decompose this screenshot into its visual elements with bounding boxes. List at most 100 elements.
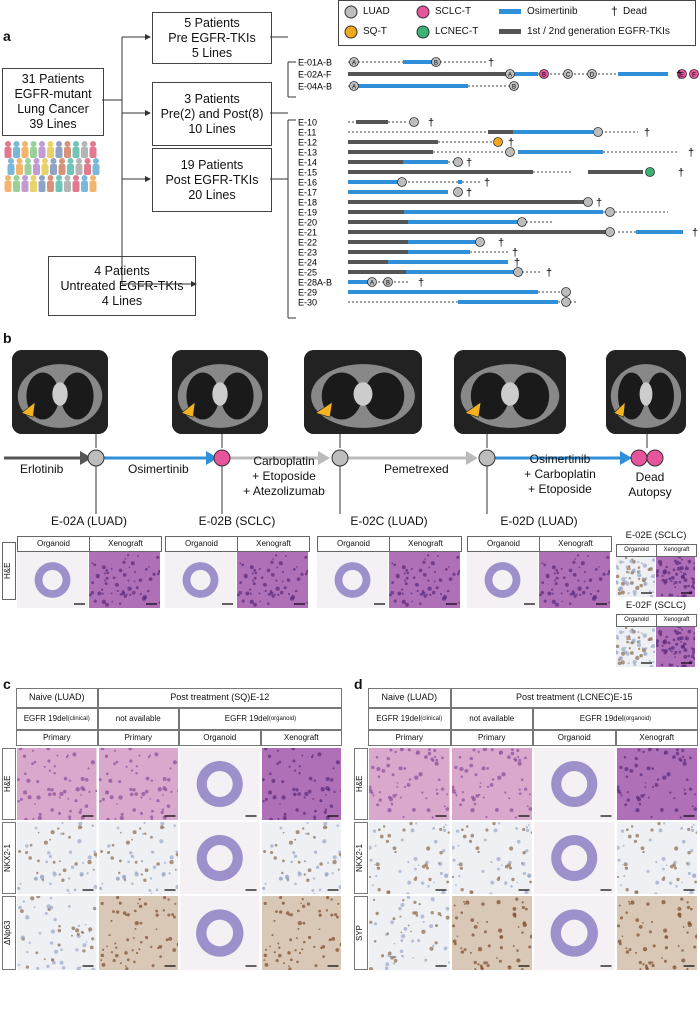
column-header: Primary (368, 730, 451, 746)
xenograft-image (654, 626, 697, 669)
organoid-image (614, 626, 656, 669)
case-id: E-15 (613, 692, 633, 703)
tumor-arrow-icon (464, 401, 482, 418)
treatment-pemetrexed: Pemetrexed (384, 462, 449, 476)
treatment-erlotinib: Erlotinib (20, 462, 64, 476)
legend-lcnec: LCNEC-T (435, 26, 479, 37)
histology-image (368, 747, 450, 820)
ct-image (304, 350, 422, 434)
end-line: Autopsy (628, 485, 672, 499)
root-box-line: Lung Cancer (17, 102, 89, 116)
egfr-organoid-header: EGFR 19del(organoid) (533, 708, 698, 730)
swimmer-dead-mark: † (466, 157, 472, 169)
histology-image (180, 822, 260, 894)
row-label: ΔNp63 (2, 896, 16, 970)
panel-c-letter: c (3, 676, 11, 692)
xenograft-image (538, 552, 612, 608)
swimmer-sample-dot (453, 157, 463, 167)
swimmer-dot-label: A (508, 73, 512, 79)
swimmer-dead-mark: † (512, 247, 518, 259)
organoid-image (165, 552, 237, 608)
swimmer-dead-mark: † (498, 237, 504, 249)
histology-image (180, 896, 260, 970)
ct-image (606, 350, 686, 434)
column-header: Organoid (467, 536, 540, 552)
swimmer-sample-dot (397, 177, 407, 187)
ct-scan-4 (454, 350, 566, 434)
legend-sqt-dot (344, 25, 358, 39)
swimmer-row-label: E-19 (298, 208, 317, 218)
swimmer-sample-dot (513, 267, 523, 277)
column-header: Organoid (616, 614, 657, 627)
swimmer-row-label: E-13 (298, 148, 317, 158)
root-box-line: EGFR-mutant (14, 87, 92, 101)
swimmer-sample-dot (367, 277, 377, 287)
swimmer-row-label: E-18 (298, 198, 317, 208)
swimmer-row-label: E-24 (298, 258, 317, 268)
treatment-line: + Etoposide (528, 482, 592, 496)
clinical-tag: (clinical) (420, 715, 443, 722)
swimmer-dot-label: A (352, 61, 356, 67)
box-line: Pre EGFR-TKIs (168, 30, 256, 45)
swimmer-dot-label: B (512, 85, 516, 91)
root-box: 31 Patients EGFR-mutant Lung Cancer 39 L… (2, 68, 104, 136)
ct-image (454, 350, 566, 434)
swimmer-dot-label: A (352, 85, 356, 91)
box-line: 4 Lines (101, 293, 143, 308)
swimmer-row-label: E-01A-B (298, 58, 332, 68)
histology-image (17, 894, 97, 972)
root-box-line: 39 Lines (29, 117, 77, 131)
not-available-header: not available (450, 708, 533, 730)
column-header: Xenograft (237, 536, 310, 552)
swimmer-sample-dot (605, 207, 615, 217)
swimmer-sample-dot (509, 81, 519, 91)
organoid-image (17, 552, 89, 608)
swimmer-row-label: E-12 (298, 138, 317, 148)
swimmer-sample-dot (349, 57, 359, 67)
swimmer-row-label: E-20 (298, 218, 317, 228)
histology-image (261, 746, 343, 823)
legend-dead: Dead (623, 6, 647, 17)
ct-image (12, 350, 108, 434)
swimmer-row-label: E-25 (298, 268, 317, 278)
tumor-arrow-icon (181, 401, 196, 418)
treatment-line: Osimertinib (529, 452, 591, 466)
sample-title: E-02A (LUAD) (50, 514, 128, 528)
row-label: NKX2-1 (354, 822, 368, 894)
column-header: Organoid (17, 536, 90, 552)
box-line: 19 Patients (180, 157, 244, 172)
swimmer-sample-dot (493, 137, 503, 147)
tumor-arrow-icon (315, 401, 333, 418)
egfr-clinical-header: EGFR 19del(clinical) (368, 708, 451, 730)
swimmer-dead-mark: † (488, 57, 494, 69)
swimmer-dot-label: B (434, 61, 438, 67)
column-header: Xenograft (89, 536, 162, 552)
legend-gen-tki-bar (499, 29, 521, 34)
panel-b-letter: b (3, 330, 12, 346)
root-box-line: 31 Patients (21, 72, 85, 86)
column-header: Organoid (533, 730, 616, 746)
treatment-carboplatin-combo: Carboplatin + Etoposide + Atezolizumab (232, 454, 336, 499)
box-post-tki: 19 Patients Post EGFR-TKIs 20 Lines (152, 148, 272, 212)
treatment-line: + Atezolizumab (243, 484, 325, 498)
box-line: 3 Patients (184, 91, 240, 106)
legend-sclc-dot (416, 5, 430, 19)
histology-image (180, 748, 260, 820)
column-header: Xenograft (260, 730, 342, 746)
box-line: 5 Lines (191, 45, 233, 60)
column-header: Xenograft (615, 730, 698, 746)
organoid-tag: (organoid) (623, 715, 652, 722)
sample-title: E-02B (SCLC) (198, 514, 276, 528)
swimmer-dead-mark: † (508, 137, 514, 149)
box-pre-tki: 5 Patients Pre EGFR-TKIs 5 Lines (152, 12, 272, 64)
swimmer-dead-mark: † (428, 117, 434, 129)
swimmer-dead-mark: † (688, 147, 694, 159)
organoid-image (317, 552, 389, 608)
swimmer-row-label: E-10 (298, 118, 317, 128)
legend: LUAD SCLC-T Osimertinib † Dead SQ-T LCNE… (338, 0, 696, 46)
column-header: Primary (16, 730, 98, 746)
column-header: Primary (97, 730, 179, 746)
egfr-label: EGFR 19del (224, 713, 269, 723)
column-header: Xenograft (389, 536, 462, 552)
